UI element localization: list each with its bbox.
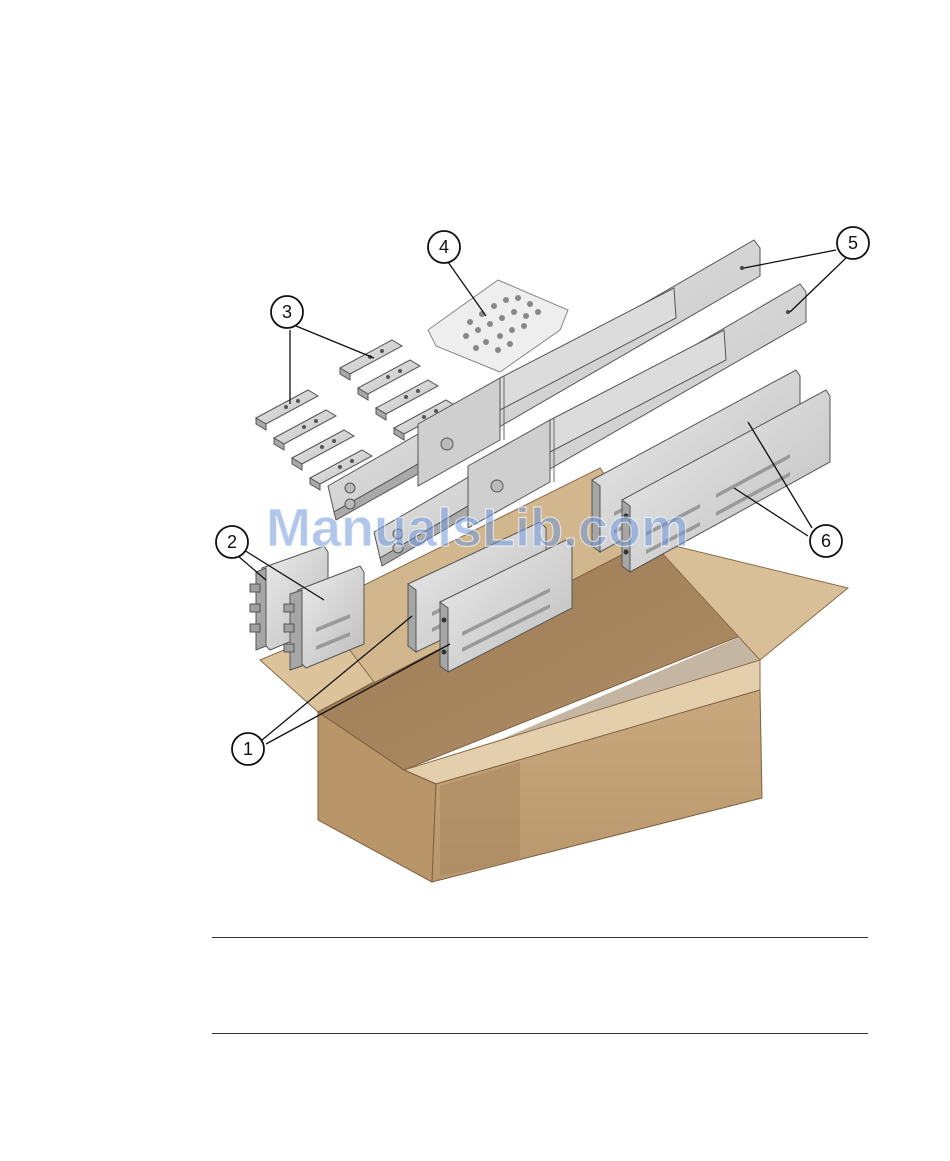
leader-3a bbox=[296, 326, 374, 358]
callout-3: 3 bbox=[271, 296, 303, 328]
horizontal-rule-bottom bbox=[212, 1033, 868, 1034]
svg-text:3: 3 bbox=[282, 302, 292, 322]
callout-5: 5 bbox=[837, 227, 869, 259]
svg-text:2: 2 bbox=[227, 532, 237, 552]
callout-1: 1 bbox=[232, 733, 264, 765]
svg-text:1: 1 bbox=[243, 739, 253, 759]
horizontal-rule-top bbox=[212, 937, 868, 938]
svg-text:4: 4 bbox=[439, 237, 449, 257]
callout-2: 2 bbox=[216, 526, 248, 558]
watermark: ManualsLib.com bbox=[266, 498, 689, 558]
svg-text:5: 5 bbox=[848, 233, 858, 253]
callout-4: 4 bbox=[428, 231, 460, 263]
leader-6b bbox=[734, 488, 808, 536]
svg-text:6: 6 bbox=[821, 531, 831, 551]
callout-6: 6 bbox=[810, 525, 842, 557]
